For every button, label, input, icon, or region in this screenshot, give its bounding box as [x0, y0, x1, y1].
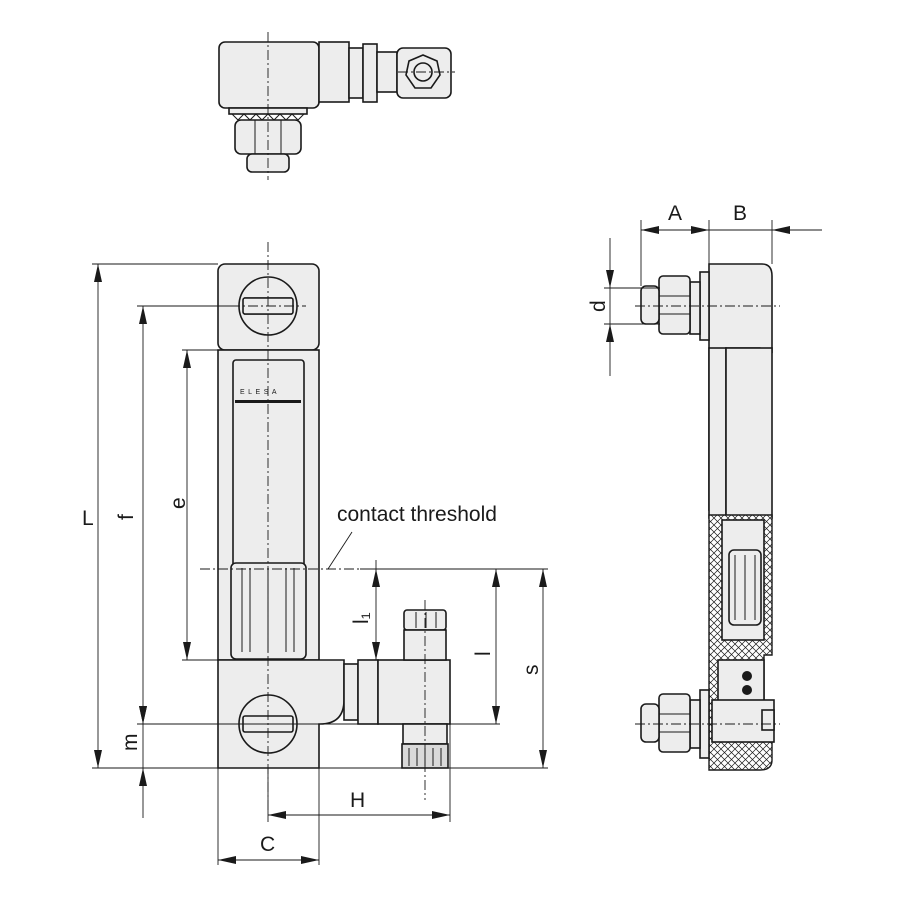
- front-view: [200, 242, 451, 810]
- label-H: H: [350, 789, 365, 812]
- labels: ELESA L f e m l₁ l s H C A B d contact t…: [82, 202, 747, 856]
- top-view: [218, 32, 455, 180]
- label-C: C: [260, 833, 275, 856]
- label-f: f: [115, 514, 138, 520]
- label-l: l: [472, 651, 495, 656]
- label-e: e: [167, 497, 190, 509]
- label-d: d: [587, 300, 610, 312]
- label-A: A: [668, 202, 682, 225]
- brand-logo: ELESA: [240, 389, 280, 396]
- label-m: m: [119, 734, 142, 752]
- contact-threshold-label: contact threshold: [337, 503, 497, 526]
- label-B: B: [733, 202, 747, 225]
- label-s: s: [520, 665, 543, 676]
- label-l1: l₁: [350, 612, 373, 624]
- dimension-lines: [92, 220, 822, 865]
- label-L: L: [82, 507, 94, 530]
- side-view: [635, 263, 780, 771]
